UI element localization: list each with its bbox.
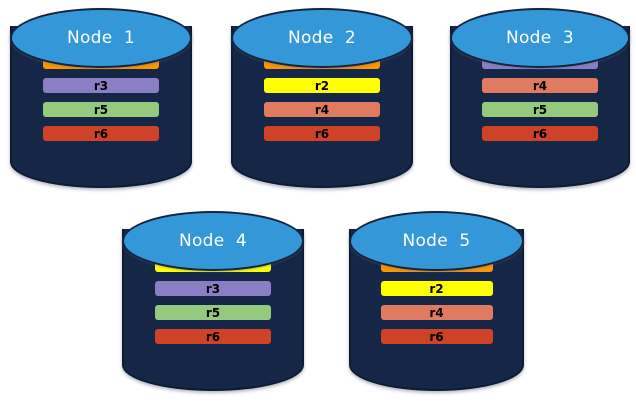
database-node-3[interactable]: Node 3r3r4r5r6 (450, 8, 630, 188)
node-cylinder-top (450, 8, 630, 68)
node-cylinder-top (10, 8, 192, 68)
database-node-5[interactable]: Node 5r1r2r4r6 (349, 211, 524, 391)
replica-stack: r1r3r5r6 (10, 54, 192, 141)
replica-bar[interactable]: r2 (264, 78, 380, 93)
replica-bar[interactable]: r3 (43, 78, 159, 93)
node-cylinder-top (349, 211, 524, 271)
replica-bar[interactable]: r5 (43, 102, 159, 117)
node-cylinder-top (231, 8, 413, 68)
replica-bar[interactable]: r3 (155, 281, 271, 296)
replica-bar[interactable]: r5 (482, 102, 598, 117)
database-node-2[interactable]: Node 2r1r2r4r6 (231, 8, 413, 188)
replica-bar[interactable]: r4 (380, 305, 493, 320)
replica-bar[interactable]: r6 (155, 329, 271, 344)
replica-bar[interactable]: r4 (482, 78, 598, 93)
database-node-4[interactable]: Node 4r2r3r5r6 (122, 211, 304, 391)
replica-bar[interactable]: r4 (264, 102, 380, 117)
replica-bar[interactable]: r5 (155, 305, 271, 320)
replica-bar[interactable]: r6 (482, 126, 598, 141)
node-cylinder-top (122, 211, 304, 271)
replica-bar[interactable]: r6 (264, 126, 380, 141)
replica-bar[interactable]: r2 (380, 281, 493, 296)
replica-bar[interactable]: r6 (43, 126, 159, 141)
database-node-1[interactable]: Node 1r1r3r5r6 (10, 8, 192, 188)
replica-bar[interactable]: r6 (380, 329, 493, 344)
